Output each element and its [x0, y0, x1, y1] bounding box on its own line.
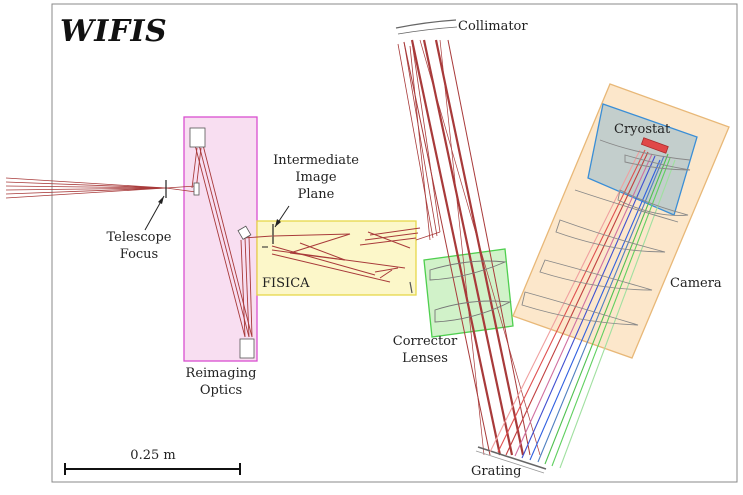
- reimaging-label-1: Reimaging: [185, 366, 257, 381]
- grating-surface: [477, 446, 547, 470]
- corrector-label-1: Corrector: [392, 334, 458, 349]
- camera-lenses: [521, 139, 691, 326]
- fisica-label: FISICA: [262, 276, 310, 291]
- scale-bar-label: 0.25 m: [130, 448, 176, 463]
- telescope-focus-arrow: [158, 196, 164, 204]
- grating-back: [475, 450, 545, 474]
- collimator-feed-beams: [397, 41, 441, 241]
- intermediate-label-2: Image: [295, 170, 337, 185]
- scale-bar: [64, 463, 241, 475]
- intermediate-plane-arrow: [275, 219, 281, 227]
- fisica-box: [256, 220, 417, 296]
- collimator-mirror: [395, 19, 457, 29]
- fold-mirror-1: [193, 182, 200, 196]
- corrector-lens-2: [434, 300, 512, 323]
- diagram-title: WIFIS: [60, 14, 168, 49]
- grating-label: Grating: [471, 464, 522, 479]
- fisica-mirror: [409, 281, 413, 294]
- corrector-lenses-box: [423, 248, 514, 338]
- cryostat-label: Cryostat: [614, 122, 671, 137]
- intermediate-label-1: Intermediate: [273, 153, 359, 168]
- fold-mirror-2: [237, 225, 252, 240]
- reimaging-mirror-bottom: [239, 338, 255, 359]
- collimator-grating-beams: [403, 39, 541, 456]
- telescope-label-1: Telescope: [106, 230, 172, 245]
- outer-frame: [51, 3, 738, 483]
- reimaging-mirror-top: [189, 127, 206, 148]
- telescope-label-2: Focus: [119, 247, 159, 262]
- reimaging-label-2: Optics: [199, 383, 243, 398]
- collimator-label: Collimator: [458, 19, 528, 34]
- fisica-beams: [271, 227, 421, 283]
- camera-label: Camera: [670, 276, 722, 291]
- detector: [640, 137, 669, 154]
- corrector-lens-1: [429, 260, 507, 281]
- telescope-beam: [5, 177, 197, 199]
- corrector-label-2: Lenses: [402, 351, 448, 366]
- collimator-mirror-back: [397, 26, 458, 35]
- intermediate-label-3: Plane: [297, 187, 335, 202]
